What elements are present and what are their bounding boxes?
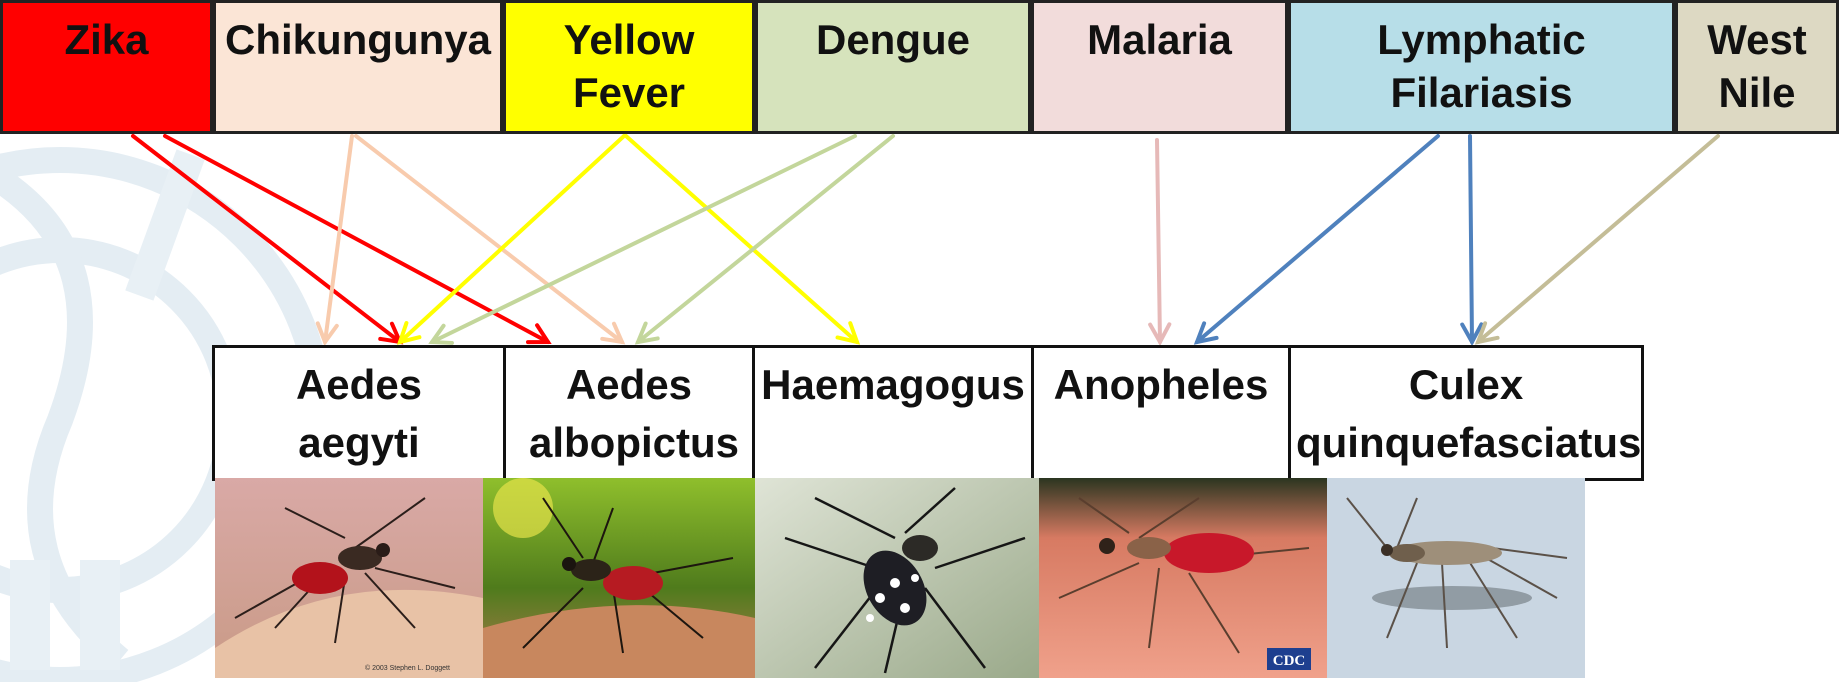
photo-credit-text: © 2003 Stephen L. Doggett — [365, 664, 450, 672]
vector-label-aedes-albopictus: Aedes albopictus — [529, 356, 729, 472]
arrow-dengue-aedes-albopictus — [638, 136, 893, 342]
vector-label-aedes-aegyti: Aedes aegyti — [289, 356, 429, 472]
photo-haemagogus — [755, 478, 1039, 678]
vector-box-haemagogus: Haemagogus — [752, 345, 1034, 481]
arrow-yellow-fever-aedes-aegyti — [400, 136, 624, 342]
arrow-dengue-aedes-aegyti — [432, 136, 855, 343]
vector-box-aedes-aegyti: Aedes aegyti — [212, 345, 506, 481]
vector-label-anopheles: Anopheles — [1054, 356, 1269, 414]
arrow-lymphatic-filariasis-anopheles — [1197, 136, 1438, 342]
vector-label-culex-quinquefasciatus: Culex quinquefasciatus — [1296, 356, 1636, 472]
vector-box-aedes-albopictus: Aedes albopictus — [503, 345, 755, 481]
arrow-west-nile-culex — [1478, 136, 1718, 342]
arrow-malaria-anopheles — [1150, 140, 1169, 342]
photo-culex-quinquefasciatus — [1327, 478, 1585, 678]
arrow-lymphatic-filariasis-culex — [1462, 136, 1481, 342]
arrow-chikungunya-aedes-aegyti — [318, 136, 352, 342]
photo-aedes-albopictus — [483, 478, 755, 678]
cdc-logo: CDC — [1273, 653, 1306, 669]
arrow-yellow-fever-haemagogus — [626, 136, 857, 342]
vector-label-haemagogus: Haemagogus — [761, 356, 1025, 414]
photo-aedes-aegypti: © 2003 Stephen L. Doggett — [215, 478, 483, 678]
vector-box-culex-quinquefasciatus: Culex quinquefasciatus — [1288, 345, 1644, 481]
vector-box-anopheles: Anopheles — [1031, 345, 1291, 481]
photo-anopheles: CDC — [1039, 478, 1327, 678]
